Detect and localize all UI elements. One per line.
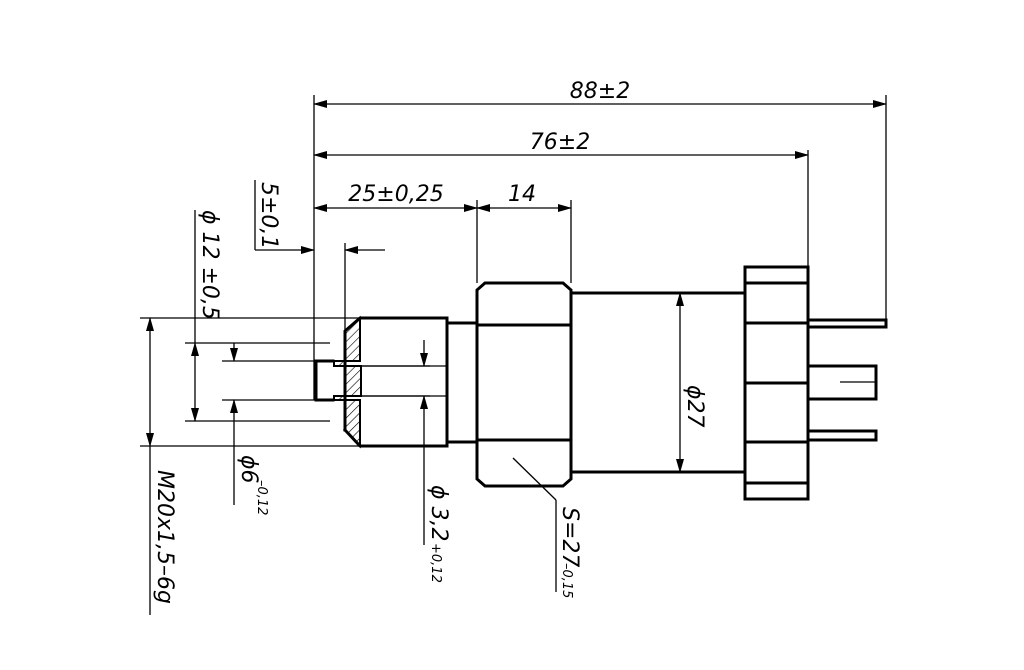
label-body-diameter: ϕ27: [682, 385, 707, 428]
dimension-14: 14: [476, 182, 572, 212]
dimension-5: 5±0,1: [254, 180, 385, 254]
dimension-76: 76±2: [313, 130, 809, 159]
dimension-thread: M20x1,5–6g: [146, 317, 177, 615]
dimension-dia-3-2: ϕ 3,2 +0,12: [420, 340, 451, 583]
label-diameter-6-tol: –0,12: [254, 480, 269, 515]
label-diameter-6: ϕ6: [236, 455, 261, 484]
label-diameter-12: ϕ 12 ±0,5: [197, 210, 222, 320]
label-hex-width: 14: [508, 182, 536, 207]
dimension-88: 88±2: [313, 79, 887, 108]
label-diameter-3-2-tol: +0,12: [428, 543, 443, 583]
label-tip-offset: 5±0,1: [256, 182, 281, 249]
section-hatching: [333, 315, 362, 449]
label-hex-size: S=27: [557, 507, 582, 567]
sensor-outline: [314, 265, 888, 501]
dimension-dia-12: ϕ 12 ±0,5: [191, 210, 222, 422]
dimension-dia-27: ϕ27: [676, 292, 707, 473]
dimension-dia-6: ϕ6 –0,12: [230, 343, 269, 515]
label-overall-length: 88±2: [570, 79, 630, 104]
label-thread: M20x1,5–6g: [152, 470, 177, 604]
label-body-length: 76±2: [530, 130, 590, 155]
label-diameter-3-2: ϕ 3,2: [426, 485, 451, 542]
dimension-hex-size: S=27 –0,15: [512, 457, 582, 598]
dimension-25: 25±0,25: [313, 182, 478, 212]
extension-lines: [140, 95, 887, 447]
label-hex-size-tol: –0,15: [559, 563, 574, 598]
label-fitting-length: 25±0,25: [348, 182, 443, 207]
